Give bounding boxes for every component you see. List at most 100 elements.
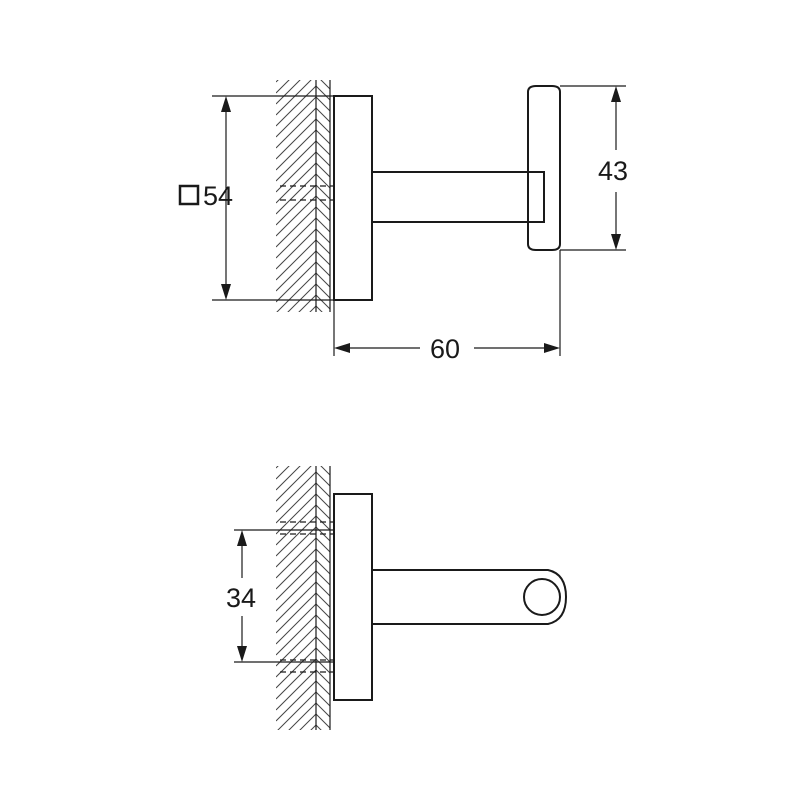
wall-hatching-bottom xyxy=(276,406,331,761)
hatch-line xyxy=(316,31,330,45)
hatch-line xyxy=(310,724,317,730)
hatch-line xyxy=(276,625,317,667)
hatch-line xyxy=(315,559,331,575)
hatch-line xyxy=(316,20,330,34)
hatch-line xyxy=(315,217,331,233)
hatch-line xyxy=(316,317,330,331)
hatch-line xyxy=(276,526,317,568)
hatch-line xyxy=(276,80,312,116)
hatch-line xyxy=(315,680,331,696)
hatch-line xyxy=(315,570,331,586)
hatch-line xyxy=(315,184,331,200)
hatch-line xyxy=(276,504,317,546)
hatch-line xyxy=(315,647,331,663)
hatch-line xyxy=(276,140,317,182)
hatch-line xyxy=(316,42,330,56)
hatch-line xyxy=(276,118,317,160)
hatch-line xyxy=(276,581,317,623)
hatch-line xyxy=(298,294,317,312)
hatch-line xyxy=(315,228,331,244)
hatch-line xyxy=(320,80,331,90)
hatch-line xyxy=(315,724,322,730)
hatch-line xyxy=(276,80,301,105)
hatch-line xyxy=(315,603,331,619)
hatch-line xyxy=(315,140,331,156)
hatch-line xyxy=(315,636,331,652)
hatch-line xyxy=(276,173,317,215)
hatch-line xyxy=(276,647,317,689)
hatch-line xyxy=(276,129,317,171)
hatch-line xyxy=(288,702,317,730)
hatch-line xyxy=(315,107,331,123)
hatch-line xyxy=(315,614,331,630)
hatch-line xyxy=(316,406,330,420)
hatch-line xyxy=(276,328,316,368)
hatch-line xyxy=(315,151,331,167)
hatch-line xyxy=(276,636,317,678)
hatch-line xyxy=(276,162,317,204)
hatch-line xyxy=(276,406,316,446)
dimension-34-label: 34 xyxy=(226,583,256,613)
top-view: 54 43 60 xyxy=(178,20,628,368)
hatch-line xyxy=(315,702,331,718)
hatch-line xyxy=(276,471,317,513)
hatch-line xyxy=(276,548,317,590)
hatch-line xyxy=(276,107,317,149)
hatch-line xyxy=(276,570,317,612)
hatch-line xyxy=(315,195,331,211)
dimension-54-label: 54 xyxy=(203,181,233,211)
hatch-line xyxy=(276,493,317,535)
hatch-line xyxy=(276,217,317,259)
hatch-line xyxy=(276,261,317,303)
base-plate xyxy=(333,95,373,301)
hatch-line xyxy=(315,206,331,222)
hatch-line xyxy=(315,691,331,707)
hatch-line xyxy=(315,283,331,299)
hatch-line xyxy=(316,747,330,761)
hatch-line xyxy=(276,592,317,634)
hatch-line xyxy=(276,680,317,722)
hatch-line xyxy=(276,250,317,292)
dimension-43-label: 43 xyxy=(598,156,628,186)
hatch-line xyxy=(315,261,331,277)
hook-end-knob xyxy=(523,578,561,616)
hatch-line xyxy=(276,272,317,312)
side-view: 34 xyxy=(226,406,568,761)
hatch-line xyxy=(316,428,330,442)
hatch-line xyxy=(315,482,331,498)
hatch-line xyxy=(276,317,316,357)
hatch-line xyxy=(315,294,331,310)
hatch-line xyxy=(316,417,330,431)
hatch-line xyxy=(315,305,323,312)
hatch-line xyxy=(276,80,290,94)
hatch-line xyxy=(316,450,330,464)
dimension-43: 43 xyxy=(560,85,628,251)
hatch-line xyxy=(315,658,331,674)
hatch-line xyxy=(320,466,331,476)
hatch-line xyxy=(316,64,330,78)
hatch-line xyxy=(287,283,317,312)
hatch-line xyxy=(315,515,331,531)
hatch-line xyxy=(276,614,317,656)
hatch-line xyxy=(315,493,331,509)
hatch-line xyxy=(276,195,317,237)
hatch-line xyxy=(316,439,330,453)
wall-hatching-top xyxy=(276,20,331,368)
hatch-line xyxy=(315,96,331,112)
hatch-line xyxy=(315,504,331,520)
hatch-line xyxy=(315,592,331,608)
hatch-line xyxy=(276,417,316,457)
hatch-line xyxy=(276,658,317,700)
hatch-line xyxy=(276,515,317,557)
hatch-line xyxy=(315,581,331,597)
hatch-line xyxy=(276,206,317,248)
dimension-54: 54 xyxy=(178,95,334,301)
hook-arm xyxy=(371,171,545,223)
hatch-line xyxy=(276,466,290,480)
hatch-line xyxy=(276,669,317,711)
hatch-line xyxy=(276,184,317,226)
hatch-line xyxy=(315,471,331,487)
dimension-60-label: 60 xyxy=(430,334,460,364)
hatch-line xyxy=(316,53,330,67)
hatch-line xyxy=(276,466,301,491)
